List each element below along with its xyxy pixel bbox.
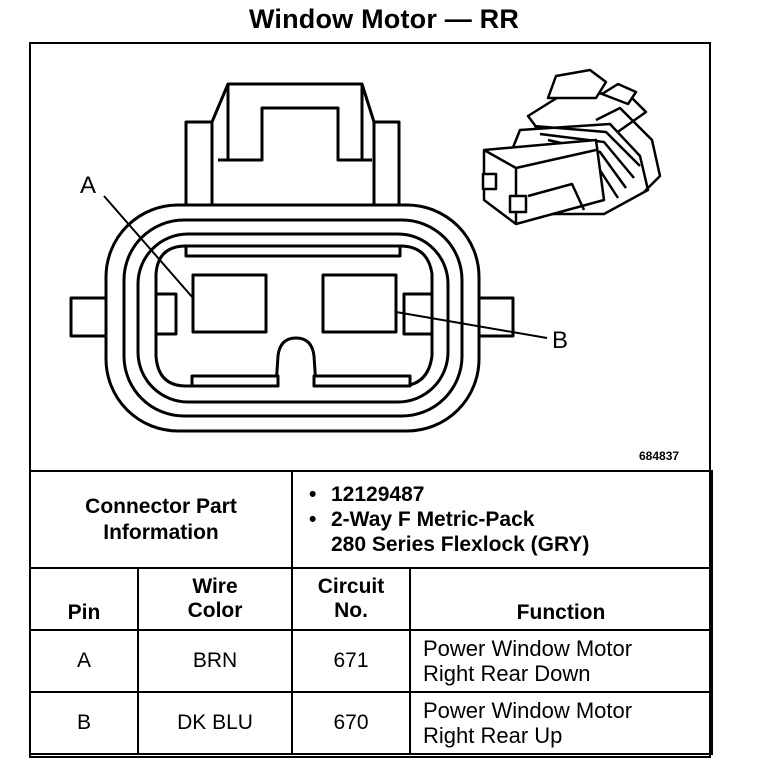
circuit-cell: 670	[291, 691, 411, 755]
header-function: Function	[408, 567, 714, 631]
connector-info-row: Connector Part Information • 12129487 • 2-…	[29, 470, 714, 569]
key-bar-top	[184, 244, 402, 258]
housing-ring	[122, 218, 464, 418]
inner-cavity	[154, 244, 434, 388]
header-wire-color-line2: Color	[187, 599, 243, 622]
connector-isometric-illustration	[481, 68, 662, 226]
header-wire-color-line1: Wire	[192, 575, 238, 598]
wire-color-cell: DK BLU	[137, 691, 293, 755]
header-circuit-line2: No.	[334, 599, 368, 622]
connector-info-label-line2: Information	[103, 520, 219, 544]
connector-table: Connector Part Information • 12129487 • 2-…	[29, 470, 714, 755]
function-line2: Right Rear Down	[423, 661, 591, 686]
bullet: •	[309, 483, 317, 506]
part-number-item: • 12129487	[309, 482, 711, 507]
function-line1: Power Window Motor	[423, 698, 633, 723]
diagram-frame	[29, 42, 711, 758]
description-line1: 2-Way F Metric-Pack	[331, 508, 535, 531]
wire-color-cell: BRN	[137, 629, 293, 693]
key-bar-left	[190, 374, 280, 388]
callout-b: B	[552, 327, 568, 354]
description-item: • 2-Way F Metric-Pack	[309, 507, 711, 532]
latch-tab	[184, 82, 401, 205]
header-circuit-line1: Circuit	[317, 575, 385, 598]
terminal-a	[191, 273, 268, 334]
callout-a: A	[80, 172, 96, 199]
part-number: 12129487	[331, 483, 425, 506]
page-title: Window Motor — RR	[248, 4, 520, 34]
key-bar-right	[312, 374, 412, 388]
housing-inner	[136, 232, 450, 404]
pin-cell: B	[29, 691, 139, 755]
connector-info-label-line1: Connector Part	[85, 494, 237, 518]
circuit-cell: 671	[291, 629, 411, 693]
pin-cell: A	[29, 629, 139, 693]
connector-info-list: • 12129487 • 2-Way F Metric-Pack 280 Serie…	[290, 470, 714, 569]
header-pin: Pin	[29, 567, 139, 631]
leader-a	[103, 195, 194, 299]
left-notch	[156, 292, 178, 336]
left-ear	[69, 296, 111, 338]
function-line2: Right Rear Up	[423, 723, 563, 748]
description-line2: 280 Series Flexlock (GRY)	[331, 533, 590, 556]
leader-b	[395, 311, 548, 339]
connector-info-label: Connector Part Information	[29, 470, 293, 569]
bullet: •	[309, 508, 317, 531]
figure-id: 684837	[639, 449, 680, 463]
terminal-b	[321, 273, 398, 334]
function-line1: Power Window Motor	[423, 636, 633, 661]
